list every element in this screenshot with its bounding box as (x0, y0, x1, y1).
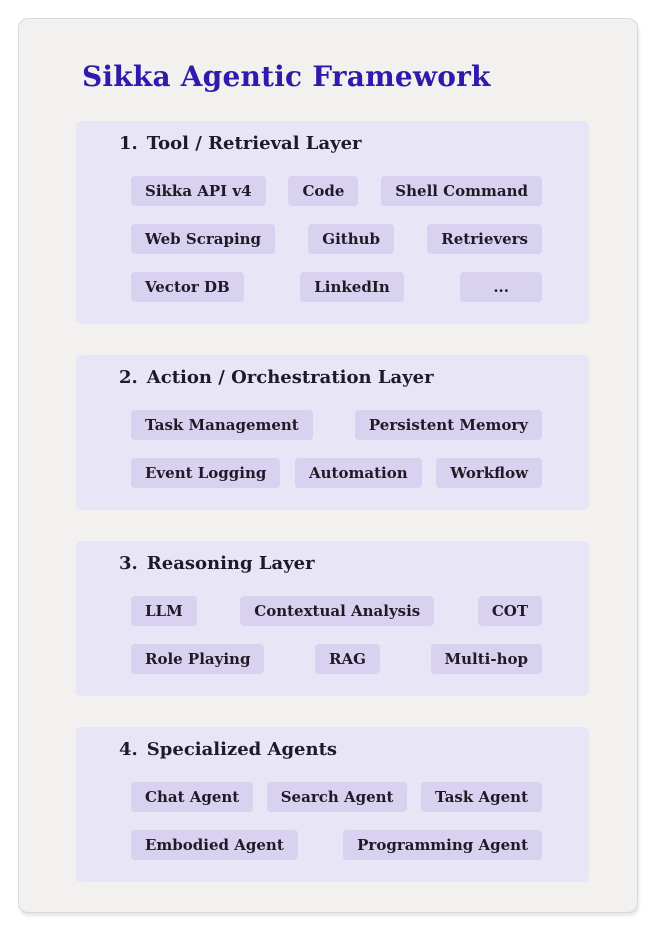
chip-programming-agent: Programming Agent (343, 829, 542, 860)
chip-row: LLM Contextual Analysis COT (131, 595, 542, 626)
layer-heading: 2. Action / Orchestration Layer (119, 367, 542, 389)
chip-web-scraping: Web Scraping (131, 223, 276, 254)
layer-number: 1. (119, 132, 138, 154)
chip-embodied-agent: Embodied Agent (131, 829, 298, 860)
chip-automation: Automation (295, 457, 422, 488)
chip-contextual-analysis: Contextual Analysis (240, 595, 435, 626)
layer-number: 4. (119, 738, 138, 760)
layer-title: Reasoning Layer (146, 552, 315, 574)
page-title: Sikka Agentic Framework (82, 60, 491, 93)
chip-cot: COT (477, 595, 542, 626)
chip-row: Sikka API v4 Code Shell Command (131, 175, 542, 206)
chip-linkedin: LinkedIn (300, 271, 404, 302)
chip-shell-command: Shell Command (381, 175, 542, 206)
chip-chat-agent: Chat Agent (131, 781, 254, 812)
chip-task-agent: Task Agent (420, 781, 542, 812)
chip-llm: LLM (131, 595, 197, 626)
chip-github: Github (308, 223, 395, 254)
chip-ellipsis: ... (460, 271, 542, 302)
chip-row: Vector DB LinkedIn... (131, 271, 542, 302)
chip-retrievers: Retrievers (427, 223, 542, 254)
chip-event-logging: Event Logging (131, 457, 281, 488)
chip-row: Web Scraping Github Retrievers (131, 223, 542, 254)
layer-number: 2. (119, 366, 138, 388)
chip-search-agent: Search Agent (266, 781, 408, 812)
layer-title: Action / Orchestration Layer (146, 366, 434, 388)
layer-number: 3. (119, 552, 138, 574)
layer-heading: 1. Tool / Retrieval Layer (119, 133, 542, 155)
chip-multi-hop: Multi-hop (430, 643, 542, 674)
chip-code: Code (288, 175, 359, 206)
layer-heading: 3. Reasoning Layer (119, 553, 542, 575)
chip-vector-db: Vector DB (131, 271, 244, 302)
chip-persistent-memory: Persistent Memory (354, 409, 542, 440)
framework-card: Sikka Agentic Framework 1. Tool / Retriev… (18, 18, 638, 913)
chip-task-management: Task Management (131, 409, 313, 440)
chip-sikka-api-v4: Sikka API v4 (131, 175, 266, 206)
chip-rag: RAG (315, 643, 380, 674)
chip-row: Embodied Agent Programming Agent (131, 829, 542, 860)
layer-title: Tool / Retrieval Layer (146, 132, 362, 154)
layer-title: Specialized Agents (146, 738, 338, 760)
chip-workflow: Workflow (436, 457, 542, 488)
chip-row: Event Logging Automation Workflow (131, 457, 542, 488)
chip-row: Task Management Persistent Memory (131, 409, 542, 440)
chip-role-playing: Role Playing (131, 643, 265, 674)
chip-row: Chat Agent Search Agent Task Agent (131, 781, 542, 812)
layer-heading: 4. Specialized Agents (119, 739, 542, 761)
chip-row: Role Playing RAG Multi-hop (131, 643, 542, 674)
